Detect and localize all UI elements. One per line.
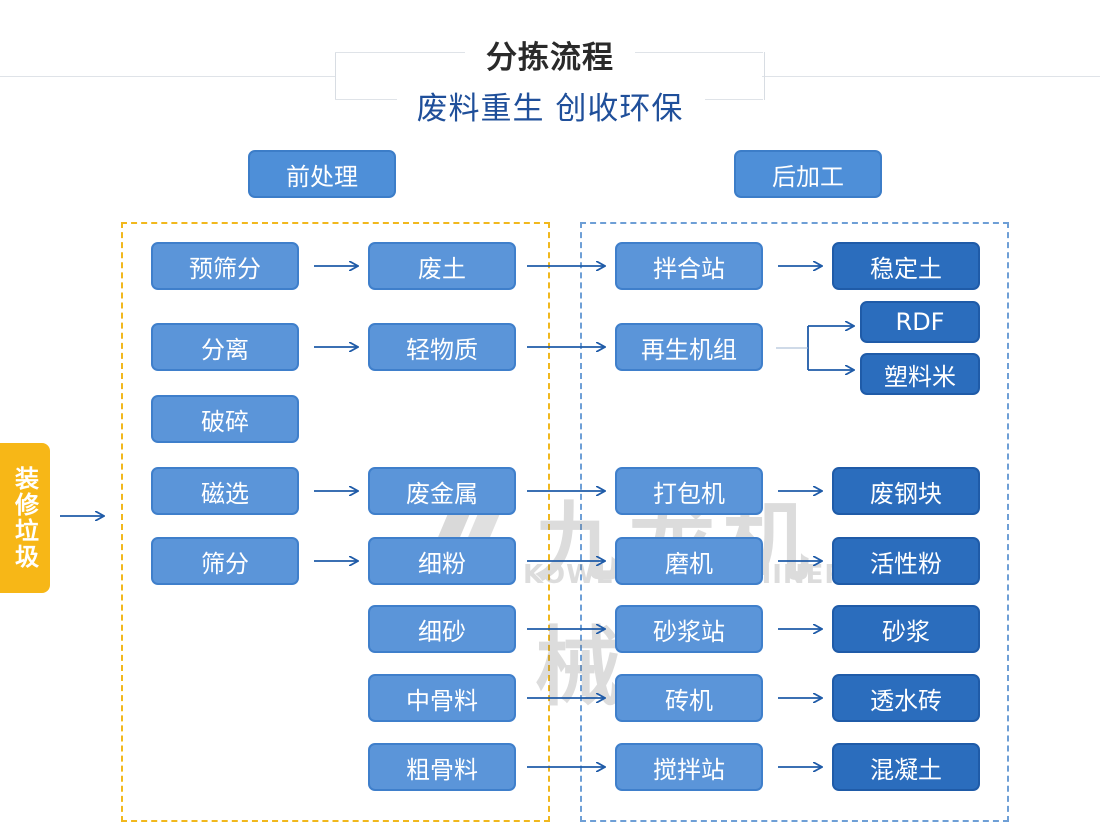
page-subtitle: 废料重生 创收环保 [416,91,684,127]
product-rdf: RDF [860,301,980,343]
title-frame-bottom-right [705,99,763,100]
product-mortar: 砂浆 [832,605,980,653]
pre-box-screening: 筛分 [151,537,299,585]
product-concrete: 混凝土 [832,743,980,791]
material-fine-powder: 细粉 [368,537,516,585]
section-post-processing: 后加工 [734,150,882,198]
product-permeable-brick: 透水砖 [832,674,980,722]
material-coarse-aggregate: 粗骨料 [368,743,516,791]
product-steel-block: 废钢块 [832,467,980,515]
material-medium-aggregate: 中骨料 [368,674,516,722]
pre-box-separation: 分离 [151,323,299,371]
input-tag-renovation-waste: 装修垃圾 [0,443,50,593]
title-frame-top-left [335,52,465,53]
title-frame-bottom-left [335,99,397,100]
process-concrete-station: 搅拌站 [615,743,763,791]
title-frame-fill [336,60,762,90]
pre-box-crushing: 破碎 [151,395,299,443]
product-plastic-pellets: 塑料米 [860,353,980,395]
material-scrap-metal: 废金属 [368,467,516,515]
product-active-powder: 活性粉 [832,537,980,585]
product-stabilized-soil: 稳定土 [832,242,980,290]
process-recycling-unit: 再生机组 [615,323,763,371]
process-grinding-mill: 磨机 [615,537,763,585]
material-waste-soil: 废土 [368,242,516,290]
pre-box-prescreen: 预筛分 [151,242,299,290]
page-title: 分拣流程 [486,40,614,76]
material-fine-sand: 细砂 [368,605,516,653]
process-brick-machine: 砖机 [615,674,763,722]
process-mixing-station: 拌合站 [615,242,763,290]
title-frame [335,52,765,100]
process-baler: 打包机 [615,467,763,515]
pre-box-magnetic: 磁选 [151,467,299,515]
material-light-matter: 轻物质 [368,323,516,371]
title-frame-top-right [635,52,763,53]
process-mortar-station: 砂浆站 [615,605,763,653]
section-pre-processing: 前处理 [248,150,396,198]
